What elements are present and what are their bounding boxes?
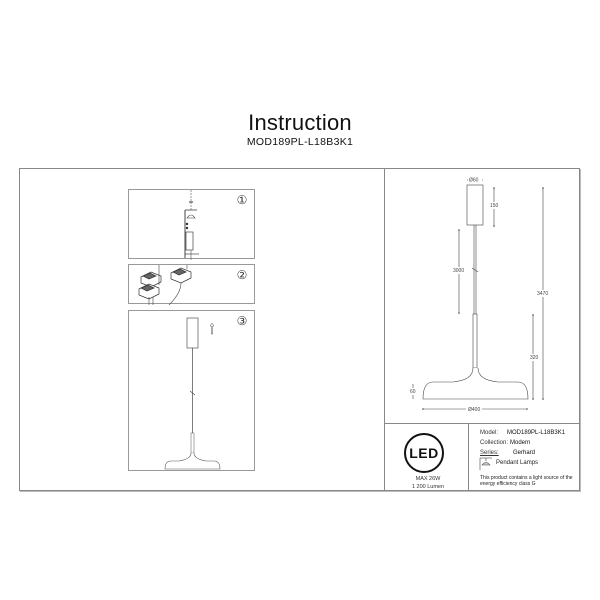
instruction-frame xyxy=(19,168,580,491)
model-code: MOD189PL-L18B3K1 xyxy=(246,136,354,148)
lumen: 1 200 Lumen xyxy=(411,484,445,490)
led-logo: LED xyxy=(404,433,444,473)
energy-note: This product contains a light source of … xyxy=(480,475,573,487)
frame-vertical-divider xyxy=(384,168,385,491)
wire-connection-illustration xyxy=(138,265,192,305)
step-2-number: ② xyxy=(236,268,248,282)
lamp-type: Pendant Lamps xyxy=(496,460,539,466)
step-3-panel: ③ xyxy=(128,310,255,471)
model-label: Model: xyxy=(480,430,499,436)
lamp-hanging-illustration xyxy=(164,317,221,470)
spec-divider xyxy=(468,423,469,491)
series-value: Gerhard xyxy=(513,450,536,456)
step-2-panel: ② xyxy=(128,264,255,305)
bracket-install-illustration xyxy=(184,190,199,260)
frame-horizontal-divider xyxy=(384,423,580,424)
step-3-number: ③ xyxy=(236,314,248,328)
step-1-number: ① xyxy=(236,193,248,207)
page-title: Instruction xyxy=(248,110,352,135)
collection-label: Collection: xyxy=(480,440,509,446)
step-1-panel: ① xyxy=(128,189,255,260)
max-power: MAX 26W xyxy=(415,476,441,482)
series-label: Series: xyxy=(480,450,499,456)
collection-value: Modern xyxy=(510,440,531,446)
model-value: MOD189PL-L18B3K1 xyxy=(507,430,566,436)
